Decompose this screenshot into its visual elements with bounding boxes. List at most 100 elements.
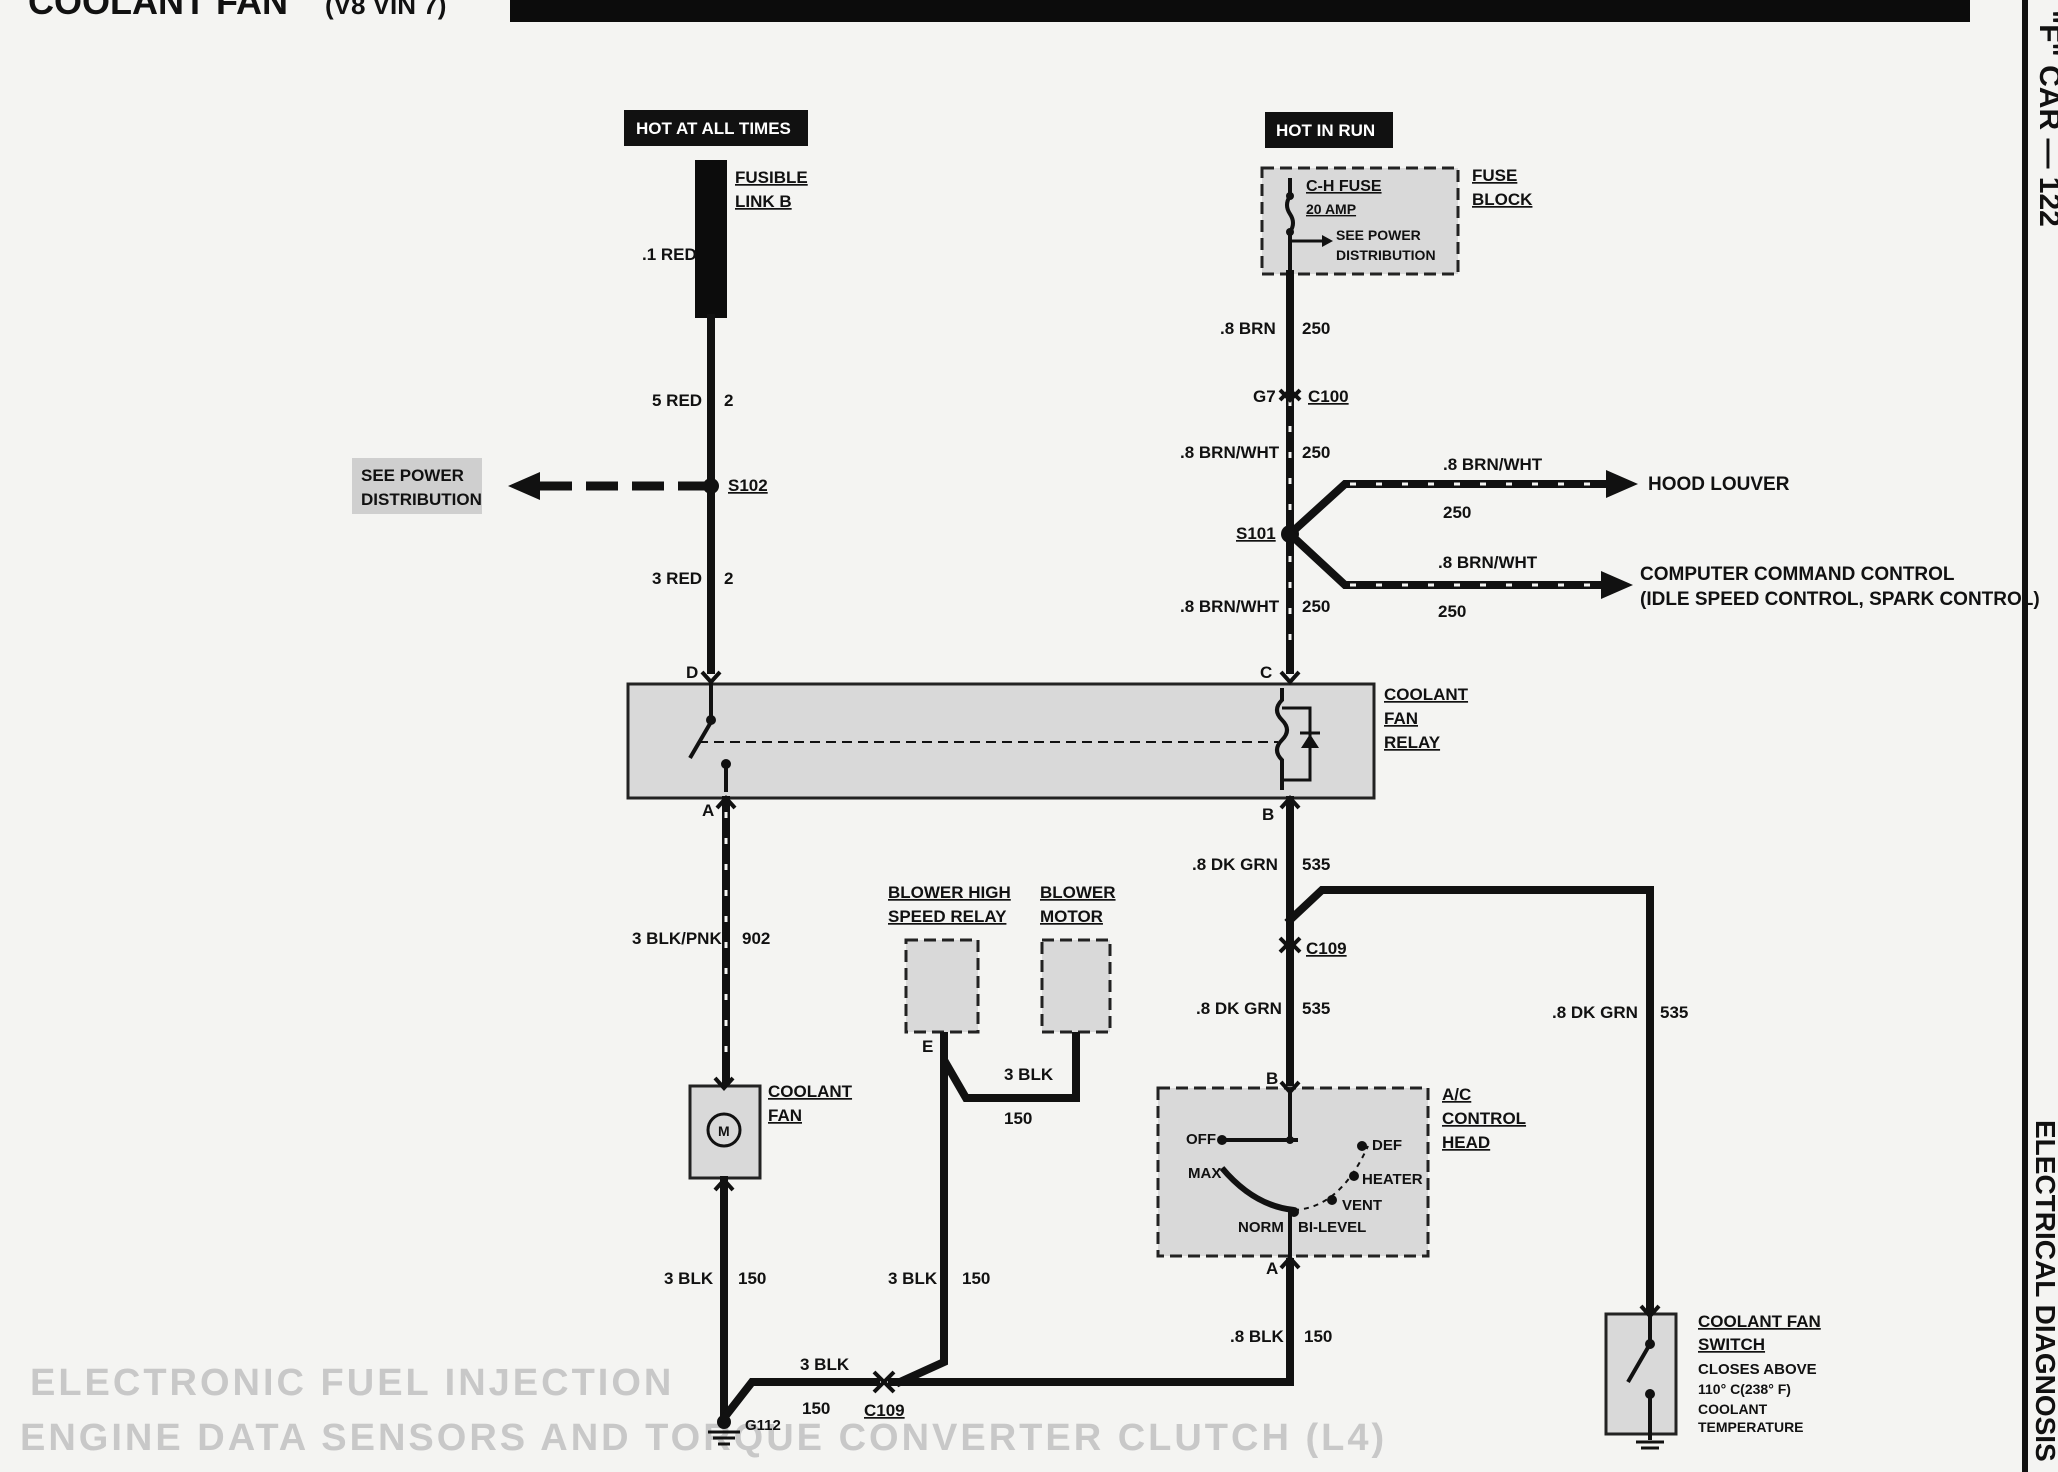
wire-circuit-3red: 2	[724, 569, 733, 588]
wire-label-hood: .8 BRN/WHT	[1443, 455, 1543, 474]
fuse-element	[1285, 178, 1295, 270]
wire-to-fan-switch	[1284, 886, 1654, 1314]
terminal-a-top	[715, 795, 737, 810]
coolant-fan-switch	[1604, 1312, 1678, 1436]
relay-label-3: RELAY	[1384, 733, 1441, 752]
see-power-dist-box	[352, 458, 482, 514]
relay-pin-c: C	[1260, 663, 1272, 682]
relay-label-2: FAN	[1384, 709, 1418, 728]
wire-label-brnwht1: .8 BRN/WHT	[1180, 443, 1280, 462]
ground-g112-label: G112	[745, 1417, 781, 1434]
wire-label-3red: 3 RED	[652, 569, 702, 588]
section-title: ELECTRICAL DIAGNOSIS	[2030, 1120, 2058, 1462]
fan-motor-symbol: M	[718, 1123, 730, 1139]
wire-circuit-dkgrn1: 535	[1302, 855, 1330, 874]
header-bar	[510, 0, 1970, 22]
terminal-c	[1279, 670, 1301, 685]
wire-circuit-dkgrn2: 535	[1302, 999, 1330, 1018]
fan-switch-label-1: COOLANT FAN	[1698, 1312, 1821, 1331]
fuse-tap-arrow	[1322, 235, 1333, 247]
bleed-through-watermark: ELECTRONIC FUEL INJECTION ENGINE DATA SE…	[20, 1362, 1384, 1459]
see-power-dist-left-2: DISTRIBUTION	[361, 490, 482, 509]
ccc-label-1: COMPUTER COMMAND CONTROL	[1640, 564, 1955, 585]
ac-heater-contact	[1349, 1171, 1359, 1181]
wire-circuit-ccc: 250	[1438, 602, 1466, 621]
wire-label-dkgrn3: .8 DK GRN	[1552, 1003, 1638, 1022]
wire-label-5red: 5 RED	[652, 391, 702, 410]
splice-s102-label: S102	[728, 476, 768, 495]
ch-fuse-label: C-H FUSE	[1306, 178, 1382, 195]
blower-high-speed-relay	[904, 938, 980, 1034]
wire-circuit-brnwht1: 250	[1302, 443, 1330, 462]
blower-relay-label-1: BLOWER HIGH	[888, 883, 1011, 902]
ccc-label-2: (IDLE SPEED CONTROL, SPARK CONTROL)	[1640, 589, 2040, 610]
connector-c109-bottom-label: C109	[864, 1401, 905, 1420]
ac-off-contact	[1217, 1135, 1227, 1145]
ac-pos-norm: NORM	[1238, 1219, 1284, 1236]
hot-in-run-tag: HOT IN RUN	[1265, 112, 1393, 148]
fuse-see-power-1: SEE POWER	[1336, 227, 1421, 243]
wire-circuit-blkpnk: 902	[742, 929, 770, 948]
wire-label-3blk-blower: 3 BLK	[1004, 1065, 1054, 1084]
wire-label-brnwht2: .8 BRN/WHT	[1180, 597, 1280, 616]
connector-c100-label: C100	[1308, 387, 1349, 406]
wire-label-8brn: .8 BRN	[1220, 319, 1276, 338]
splice-s101-label: S101	[1236, 524, 1276, 543]
wire-to-ccc	[1284, 528, 1609, 589]
connector-c100-upper	[1278, 388, 1302, 403]
wire-to-hood-louver	[1284, 480, 1614, 540]
terminal-b	[1279, 795, 1301, 810]
arrow-to-power-dist	[508, 472, 540, 500]
hot-at-all-times-tag: HOT AT ALL TIMES	[624, 110, 808, 146]
wire-label-3blk-fan: 3 BLK	[664, 1269, 714, 1288]
fuse-amp-label: 20 AMP	[1306, 201, 1356, 217]
wire-blower-link	[940, 1032, 1080, 1102]
wire-label-dkgrn1: .8 DK GRN	[1192, 855, 1278, 874]
switch-arm	[1626, 1342, 1652, 1384]
splice-s102	[703, 478, 719, 494]
wire-circuit-dkgrn3: 535	[1660, 1003, 1688, 1022]
ac-vent-contact	[1327, 1195, 1337, 1205]
fusible-link-label-1: FUSIBLE	[735, 168, 808, 187]
arrow-hood-louver	[1606, 470, 1638, 498]
ac-control-label-2: CONTROL	[1442, 1109, 1526, 1128]
hot-in-run-text: HOT IN RUN	[1276, 121, 1375, 140]
wire-circuit-3blk-fan: 150	[738, 1269, 766, 1288]
wire-circuit-5red: 2	[724, 391, 733, 410]
fuse-dot-bottom	[1286, 228, 1294, 236]
ac-pos-bilevel: BI-LEVEL	[1298, 1219, 1366, 1236]
wire-circuit-hood: 250	[1443, 503, 1471, 522]
fuse-see-power-2: DISTRIBUTION	[1336, 247, 1436, 263]
terminal-fan-bottom	[713, 1177, 735, 1192]
side-labels: "F" CAR — 122 ELECTRICAL DIAGNOSIS	[2022, 0, 2058, 1472]
switch-note-1: CLOSES ABOVE	[1698, 1361, 1817, 1378]
terminal-ac-b	[1279, 1080, 1301, 1095]
terminal-ac-a	[1279, 1255, 1301, 1270]
ac-max-norm-arc	[1219, 1166, 1295, 1213]
ac-def-contact	[1357, 1141, 1367, 1151]
relay-coil	[1275, 688, 1289, 790]
switch-note-4: TEMPERATURE	[1698, 1419, 1804, 1435]
hood-louver-label: HOOD LOUVER	[1648, 474, 1790, 495]
wire-label-3blk-mid: 3 BLK	[888, 1269, 938, 1288]
connector-c109-top-upper	[1278, 936, 1302, 951]
ac-pos-max: MAX	[1188, 1165, 1221, 1182]
connector-c109-bottom-right	[881, 1370, 896, 1394]
ac-control-label-3: HEAD	[1442, 1133, 1490, 1152]
wire-circuit-brnwht2: 250	[1302, 597, 1330, 616]
wire-ground-bus-left	[718, 1378, 880, 1424]
wire-label-1red: .1 RED	[642, 245, 697, 264]
page-subtitle: (V8 VIN 7)	[325, 0, 446, 20]
page-title: COOLANT FAN	[28, 0, 288, 22]
switch-note-3: COOLANT	[1698, 1401, 1768, 1417]
relay-pin-b: B	[1262, 805, 1274, 824]
ac-pos-def: DEF	[1372, 1137, 1402, 1154]
see-power-dist-left-1: SEE POWER	[361, 466, 464, 485]
coolant-fan-label-2: FAN	[768, 1106, 802, 1125]
wire-blower-to-c109	[894, 1056, 948, 1388]
coolant-fan-label-1: COOLANT	[768, 1082, 853, 1101]
wire-circuit-3blk-mid: 150	[962, 1269, 990, 1288]
blower-relay-label-2: SPEED RELAY	[888, 907, 1007, 926]
ac-pin-b: B	[1266, 1069, 1278, 1088]
relay-pin-d: D	[686, 663, 698, 682]
